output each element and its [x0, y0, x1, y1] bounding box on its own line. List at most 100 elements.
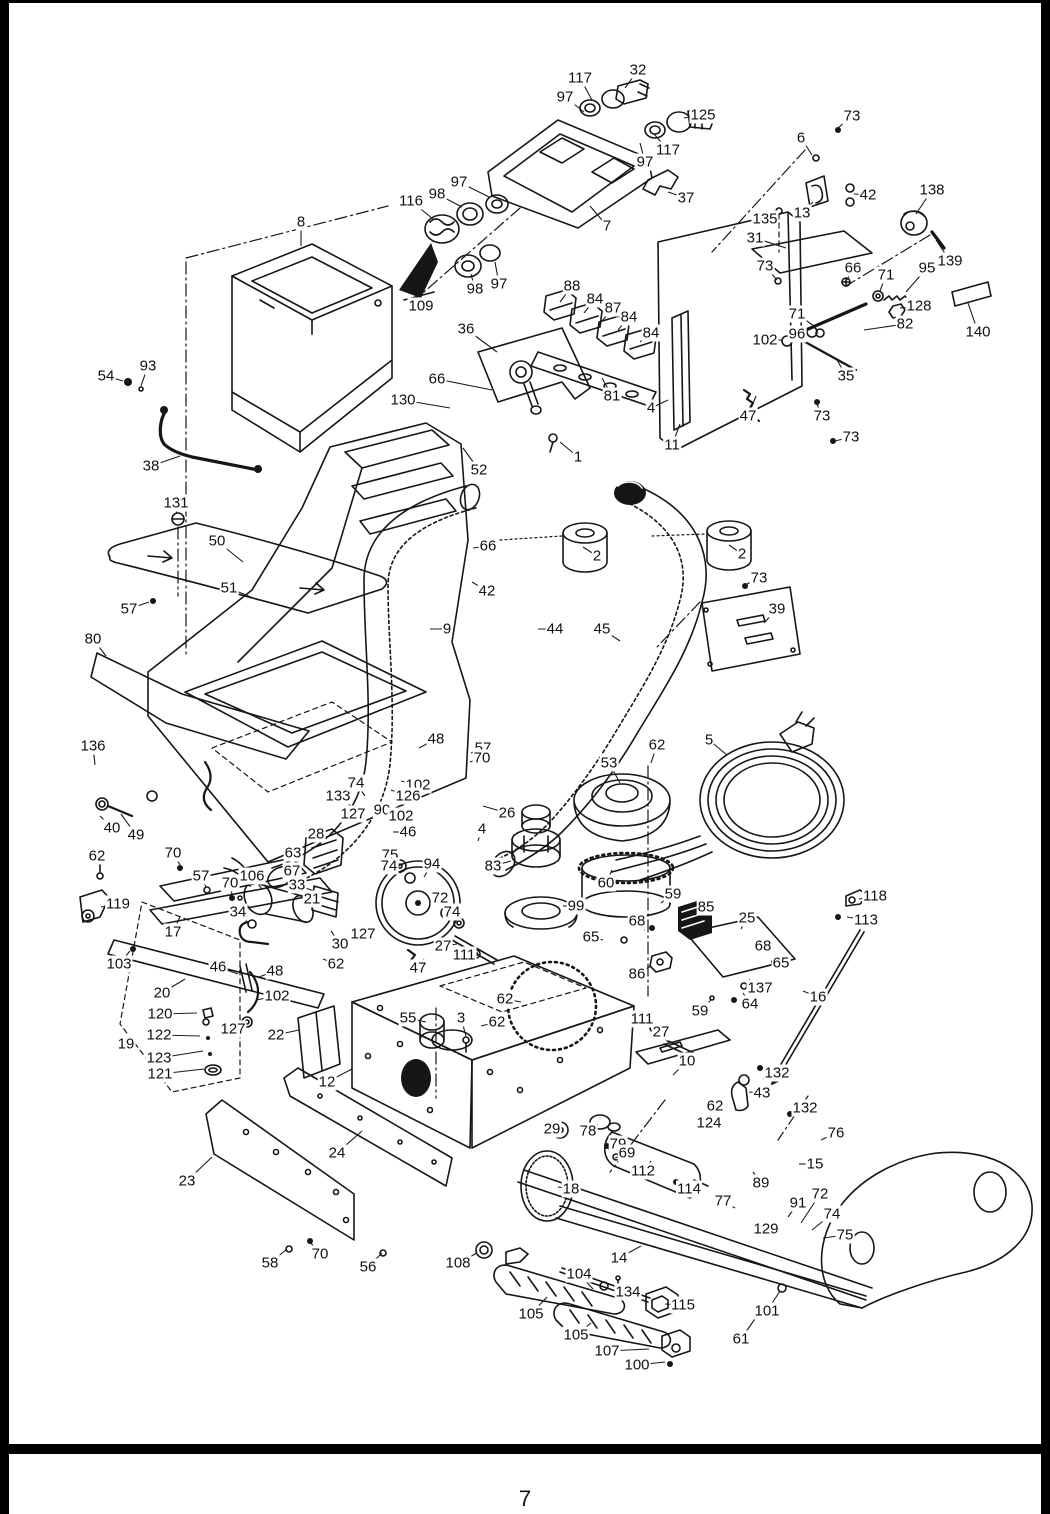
- part-callout-83: 83: [483, 857, 503, 875]
- part-callout-71: 71: [787, 305, 807, 323]
- part-callout-80: 80: [83, 630, 103, 648]
- part-callout-40: 40: [102, 819, 122, 837]
- part-callout-97: 97: [555, 88, 575, 106]
- part-callout-60: 60: [596, 874, 616, 892]
- part-callout-24: 24: [327, 1144, 347, 1162]
- part-callout-70: 70: [472, 749, 492, 767]
- part-callout-140: 140: [964, 323, 992, 341]
- part-callout-35: 35: [836, 367, 856, 385]
- part-callout-33: 33: [287, 876, 307, 894]
- part-callout-85: 85: [696, 898, 716, 916]
- part-callout-21: 21: [302, 890, 322, 908]
- part-callout-122: 122: [145, 1026, 173, 1044]
- part-callout-44: 44: [545, 620, 565, 638]
- part-callout-27: 27: [433, 937, 453, 955]
- part-callout-123: 123: [145, 1049, 173, 1067]
- part-callout-15: 15: [805, 1155, 825, 1173]
- part-callout-117: 117: [655, 141, 681, 159]
- part-callout-66: 66: [427, 370, 447, 388]
- part-callout-57: 57: [191, 867, 211, 885]
- part-callout-51: 51: [219, 579, 239, 597]
- part-callout-62: 62: [647, 736, 667, 754]
- part-callout-97: 97: [635, 153, 655, 171]
- part-callout-67: 67: [282, 862, 302, 880]
- part-callout-87: 87: [603, 299, 623, 317]
- part-callout-57: 57: [119, 600, 139, 618]
- part-callout-7: 7: [601, 217, 613, 235]
- part-callout-56: 56: [358, 1258, 378, 1276]
- part-callout-109: 109: [407, 297, 435, 315]
- part-callout-132: 132: [791, 1099, 819, 1117]
- part-callout-103: 103: [105, 955, 133, 973]
- part-callout-66: 66: [478, 537, 498, 555]
- bracket-plate-39: [701, 583, 801, 672]
- part-callout-47: 47: [408, 959, 428, 977]
- part-callout-136: 136: [79, 737, 107, 755]
- part-callout-132: 132: [763, 1064, 791, 1082]
- part-callout-73: 73: [841, 428, 861, 446]
- part-callout-46: 46: [208, 958, 228, 976]
- part-callout-98: 98: [427, 185, 447, 203]
- part-callout-72: 72: [430, 889, 450, 907]
- part-callout-62: 62: [87, 847, 107, 865]
- part-callout-73: 73: [812, 407, 832, 425]
- part-callout-76: 76: [826, 1124, 846, 1142]
- part-callout-137: 137: [746, 979, 774, 997]
- part-callout-108: 108: [444, 1254, 472, 1272]
- muffler-cups: [562, 520, 752, 573]
- part-callout-75: 75: [835, 1226, 855, 1244]
- part-callout-81: 81: [602, 387, 622, 405]
- part-callout-73: 73: [755, 257, 775, 275]
- lid-plate: [107, 512, 388, 614]
- part-callout-29: 29: [542, 1120, 562, 1138]
- part-callout-18: 18: [561, 1180, 581, 1198]
- part-callout-97: 97: [489, 275, 509, 293]
- part-callout-101: 101: [753, 1302, 781, 1320]
- power-cord: [611, 711, 845, 881]
- part-callout-73: 73: [749, 569, 769, 587]
- squeegee-panels: [205, 1005, 453, 1257]
- part-callout-62: 62: [487, 1013, 507, 1031]
- part-callout-70: 70: [310, 1245, 330, 1263]
- part-callout-13: 13: [792, 204, 812, 222]
- part-callout-48: 48: [426, 730, 446, 748]
- part-callout-102: 102: [751, 331, 779, 349]
- dome-caps: [399, 194, 509, 301]
- part-callout-74: 74: [346, 774, 366, 792]
- part-callout-127: 127: [349, 925, 377, 943]
- part-callout-131: 131: [162, 494, 190, 512]
- part-callout-124: 124: [695, 1114, 723, 1132]
- part-callout-58: 58: [260, 1254, 280, 1272]
- page-number: 7: [518, 1486, 532, 1511]
- part-callout-19: 19: [116, 1035, 136, 1053]
- part-callout-77: 77: [713, 1192, 733, 1210]
- part-callout-27: 27: [651, 1023, 671, 1041]
- part-callout-4: 4: [645, 399, 657, 417]
- part-callout-63: 63: [283, 844, 303, 862]
- bumper: [90, 652, 310, 760]
- part-callout-91: 91: [788, 1194, 808, 1212]
- part-callout-70: 70: [163, 844, 183, 862]
- part-callout-82: 82: [895, 315, 915, 333]
- part-callout-34: 34: [228, 903, 248, 921]
- part-callout-2: 2: [736, 545, 748, 563]
- part-callout-121: 121: [146, 1065, 174, 1083]
- lid-assembly: [487, 79, 715, 229]
- part-callout-30: 30: [330, 935, 350, 953]
- vacuum-motor-stack: [504, 773, 675, 930]
- part-callout-127: 127: [219, 1020, 247, 1038]
- part-callout-98: 98: [465, 280, 485, 298]
- part-callout-11: 11: [663, 436, 681, 454]
- part-callout-66: 66: [843, 259, 863, 277]
- part-callout-102: 102: [263, 987, 291, 1005]
- part-callout-37: 37: [676, 189, 696, 207]
- part-callout-31: 31: [745, 229, 765, 247]
- part-callout-16: 16: [808, 988, 828, 1006]
- part-callout-134: 134: [614, 1283, 642, 1301]
- part-callout-1: 1: [572, 448, 584, 466]
- page-border-left: [0, 0, 9, 1514]
- part-callout-89: 89: [751, 1174, 771, 1192]
- part-callout-38: 38: [141, 457, 161, 475]
